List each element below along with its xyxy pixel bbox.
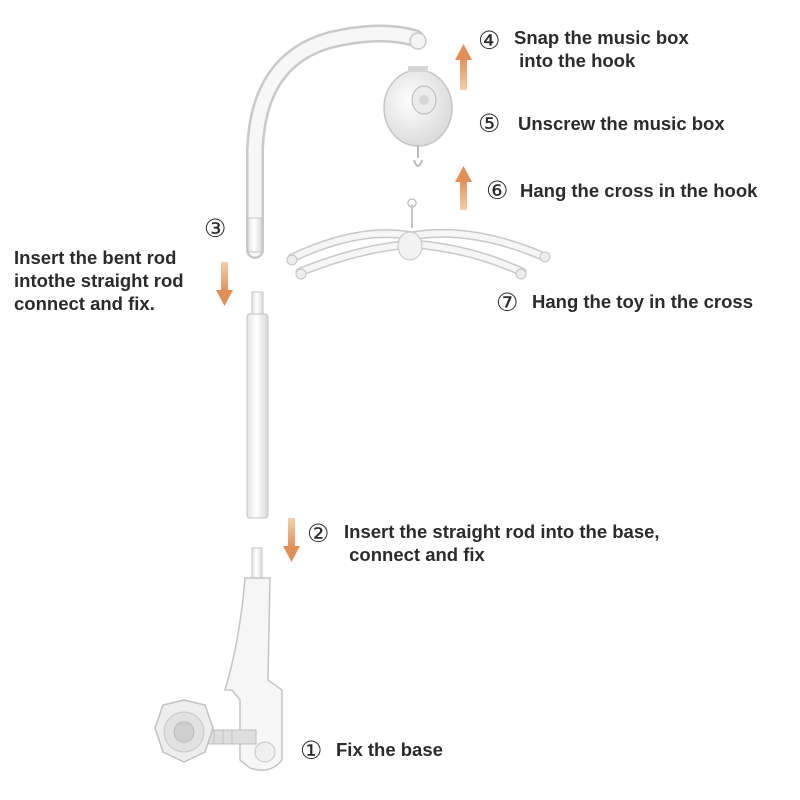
step-2-number: ②: [307, 519, 330, 548]
step-4-number: ④: [478, 26, 501, 55]
step-2-line-2: connect and fix: [344, 544, 485, 565]
base-clamp: [154, 547, 283, 771]
music-box: [383, 66, 453, 167]
step-3-number: ③: [204, 214, 227, 243]
arrow-down-icon: [216, 262, 233, 306]
step-4-line-2: into the hook: [514, 50, 636, 71]
step-5-line-1: Unscrew the music box: [518, 113, 725, 134]
step-7-number: ⑦: [496, 288, 519, 317]
step-7-line-1: Hang the toy in the cross: [532, 291, 754, 312]
step-1-line-1: Fix the base: [336, 739, 443, 760]
step-3-line-1: Insert the bent rod: [14, 247, 177, 268]
step-1-number: ①: [300, 736, 323, 765]
step-3-line-3: connect and fix.: [14, 293, 155, 314]
clamp-knob: [154, 699, 214, 763]
arrow-up-icon: [455, 166, 472, 210]
step-6-line-1: Hang the cross in the hook: [520, 180, 758, 201]
straight-rod: [246, 291, 269, 519]
step-6-number: ⑥: [486, 176, 509, 205]
bent-rod: [246, 24, 427, 259]
step-2-line-1: Insert the straight rod into the base,: [344, 521, 660, 542]
cross-arms: [286, 198, 551, 280]
step-4-line-1: Snap the music box: [514, 27, 689, 48]
arrow-down-icon: [283, 518, 300, 562]
step-5-number: ⑤: [478, 109, 501, 138]
step-3-line-2: intothe straight rod: [14, 270, 184, 291]
arrow-up-icon: [455, 44, 472, 90]
